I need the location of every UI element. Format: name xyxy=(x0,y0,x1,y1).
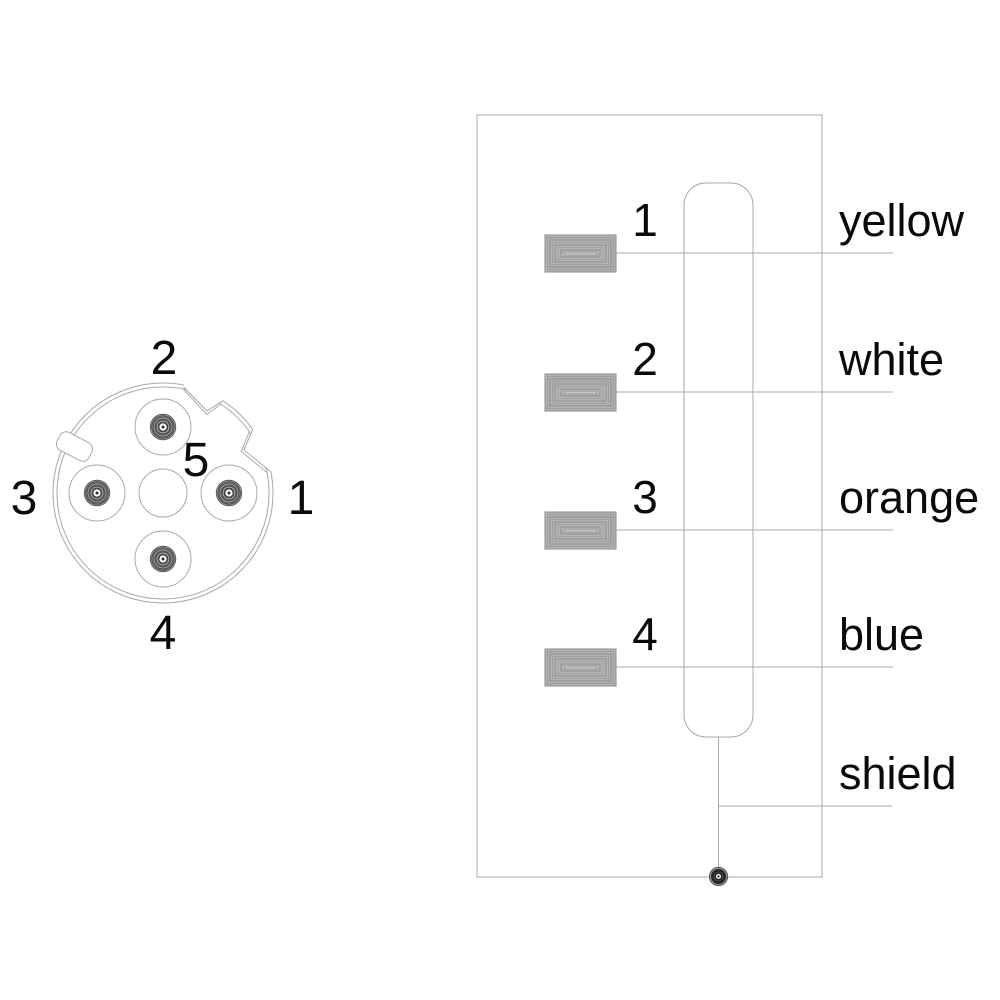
connector-outer-rim xyxy=(52,382,274,604)
pin-1-contact-icon xyxy=(215,479,243,507)
terminal-3-icon xyxy=(544,511,617,550)
pin-2-contact-icon xyxy=(149,413,177,441)
connector-face-view: 1 2 3 4 5 xyxy=(11,332,315,660)
connector-inner-rim xyxy=(56,386,270,600)
wiring-outer-box xyxy=(476,114,823,878)
wire-color-label-1: yellow xyxy=(839,195,965,246)
pin-4-contact-icon xyxy=(149,545,177,573)
wire-pin-number-1: 1 xyxy=(632,194,658,246)
keyway-notch-icon xyxy=(55,431,94,462)
wire-color-label-2: white xyxy=(838,334,944,385)
shield-contact-icon xyxy=(707,865,730,888)
terminal-1-icon xyxy=(544,234,617,273)
wiring-view: 1 2 3 4 yellow white orange blue shield xyxy=(476,114,979,888)
wire-pin-number-3: 3 xyxy=(632,471,658,523)
top-notch-cutout xyxy=(183,375,229,411)
terminal-4-icon xyxy=(544,648,617,687)
pin-3-cavity xyxy=(68,464,126,522)
wire-color-label-4: blue xyxy=(839,609,924,660)
pin-1-cavity xyxy=(200,464,258,522)
pin-label-2: 2 xyxy=(151,332,178,385)
connector-body xyxy=(683,182,754,738)
pin-label-4: 4 xyxy=(150,607,177,660)
wire-pin-number-4: 4 xyxy=(632,608,658,660)
top-notch-inner-edge xyxy=(182,388,222,416)
pin-5-cavity xyxy=(138,468,188,518)
pin-4-cavity xyxy=(134,530,192,588)
pin-label-3: 3 xyxy=(11,472,38,525)
top-notch-icon xyxy=(183,386,224,412)
shield-label: shield xyxy=(839,748,957,799)
pin-label-1: 1 xyxy=(288,472,315,525)
terminal-2-icon xyxy=(544,373,617,412)
pin-3-contact-icon xyxy=(83,479,111,507)
right-notch-cutout xyxy=(244,422,283,472)
pin-2-cavity xyxy=(134,398,192,456)
pin-label-5: 5 xyxy=(183,434,210,487)
right-notch-icon xyxy=(243,429,272,473)
right-notch-inner-edge xyxy=(240,431,268,473)
wire-color-label-3: orange xyxy=(839,472,979,523)
wire-pin-number-2: 2 xyxy=(632,333,658,385)
